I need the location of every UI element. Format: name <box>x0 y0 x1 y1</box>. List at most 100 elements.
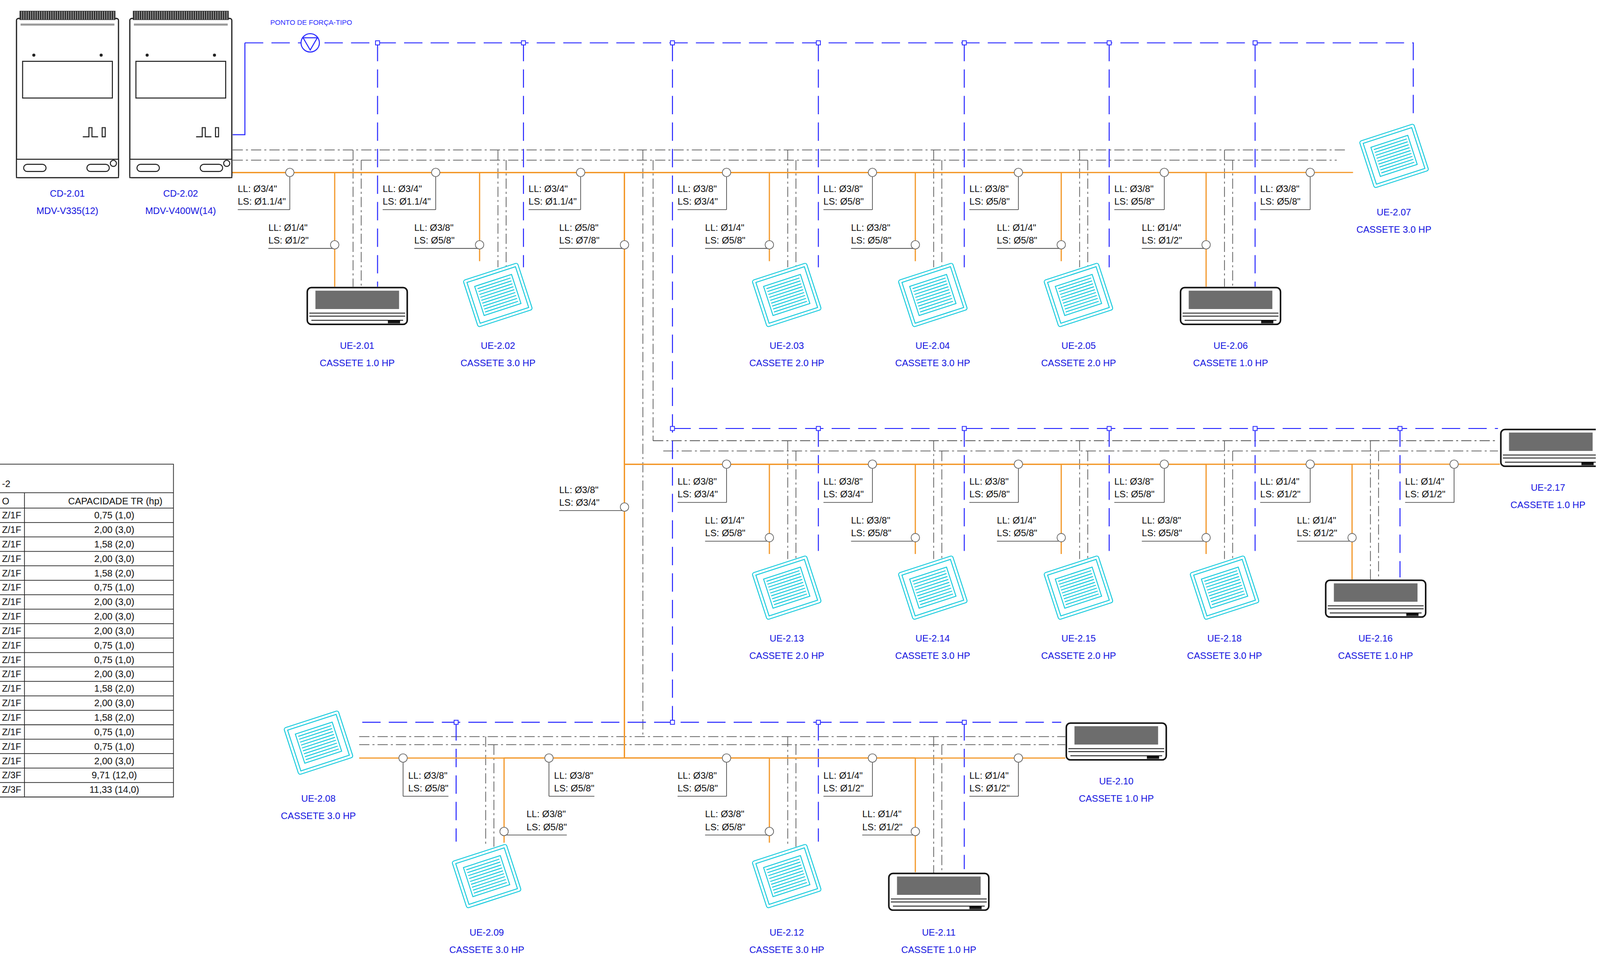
drawing-path <box>912 570 945 582</box>
table-cell: O <box>1 495 10 507</box>
drawing-path <box>1061 582 1095 593</box>
unit-tag: UE-2.12 <box>745 923 828 942</box>
drawing-path <box>36 11 38 20</box>
table-cell: 1,58 (2,0) <box>94 538 135 550</box>
pipe-size: LL: Ø1/4" <box>268 221 308 234</box>
control-line <box>353 149 1233 287</box>
pipe-size: LL: Ø3/4" <box>237 183 278 195</box>
unit-tag: UE-2.04 <box>892 337 974 355</box>
junction-box <box>1106 426 1112 431</box>
pipe-size: LS: Ø1/2" <box>823 782 864 794</box>
drawing-rect <box>752 262 822 327</box>
power-line <box>362 722 1062 870</box>
condensing-unit: CD-2.02MDV-V400W(14) <box>128 10 233 221</box>
drawing-path <box>1375 144 1409 156</box>
drawing-path <box>1207 579 1240 590</box>
drawing-path <box>197 11 198 20</box>
drawing-path <box>916 289 950 301</box>
drawing-path <box>221 11 223 20</box>
table-line <box>0 464 174 797</box>
drawing-path <box>168 11 169 20</box>
drawing-rect <box>1047 559 1110 616</box>
drawing-path <box>97 11 98 20</box>
pipe-size: LS: Ø1.1/4" <box>382 195 431 207</box>
drawing-path <box>104 11 105 20</box>
drawing-path <box>34 11 36 20</box>
drawing-path <box>93 11 94 20</box>
drawing-path <box>1062 585 1096 597</box>
drawing-rect <box>1406 612 1419 617</box>
drawing-path <box>190 11 192 20</box>
drawing-path <box>466 859 500 871</box>
drawing-path <box>1061 286 1094 298</box>
drawing-g <box>752 844 822 909</box>
pipe-size: LL: Ø3/8" <box>1114 475 1154 487</box>
pipe-size: LL: Ø3/8" <box>969 475 1009 487</box>
leader-line <box>823 172 873 210</box>
pipe-size: LS: Ø3/4" <box>823 488 864 500</box>
control-wiring <box>232 149 1498 875</box>
drawing-circle <box>223 160 230 167</box>
unit-model: CASSETE 1.0 HP <box>306 354 409 372</box>
unit-tag: UE-2.02 <box>457 337 539 355</box>
pipe-size: LL: Ø3/8" <box>414 221 454 234</box>
table-cell: Z/1F <box>1 538 22 550</box>
drawing-circle <box>110 160 117 167</box>
table-cell: 11,33 (14,0) <box>89 783 140 796</box>
drawing-path <box>1059 280 1092 292</box>
drawing-path <box>774 301 807 312</box>
table-cell: 2,00 (3,0) <box>94 596 135 608</box>
drawing-path <box>917 585 951 597</box>
unit-tag: UE-2.18 <box>1183 629 1266 648</box>
drawing-path <box>771 292 804 303</box>
table-cell: Z/3F <box>1 769 22 781</box>
drawing-path <box>1380 159 1414 171</box>
drawing-path <box>918 588 952 599</box>
drawing-path <box>766 859 800 871</box>
drawing-path <box>23 11 24 20</box>
branch-marker <box>868 459 877 469</box>
cassette-symbol <box>277 708 360 777</box>
power-wiring <box>244 42 1498 870</box>
drawing-path <box>914 283 948 295</box>
drawing-path <box>917 292 951 303</box>
table-cell: 2,00 (3,0) <box>94 552 135 565</box>
drawing-g <box>463 262 533 327</box>
pipe-size: LL: Ø3/8" <box>850 221 891 234</box>
junction-box <box>962 720 967 725</box>
drawing-rect <box>969 906 982 910</box>
refrigerant-pipe <box>232 172 1353 580</box>
unit-tag: UE-2.01 <box>306 337 409 355</box>
drawing-path <box>199 11 200 20</box>
junction-box <box>816 720 821 725</box>
drawing-path <box>769 286 803 298</box>
drawing-path <box>770 289 804 301</box>
leader-line <box>1114 172 1165 210</box>
cassette-symbol <box>457 261 539 329</box>
branch-marker <box>1305 459 1315 469</box>
refrigerant-pipe <box>232 172 1207 554</box>
drawing-path <box>302 737 335 749</box>
drawing-path <box>768 283 802 295</box>
branch-marker <box>1449 459 1459 469</box>
table-cell: Z/1F <box>1 523 22 536</box>
drawing-path <box>102 11 103 20</box>
drawing-path <box>41 11 42 20</box>
drawing-path <box>303 743 337 754</box>
unit-model: CASSETE 3.0 HP <box>1353 221 1435 239</box>
refrigerant-pipe <box>232 172 1062 554</box>
drawing-path <box>772 295 805 307</box>
drawing-path <box>185 11 187 20</box>
drawing-path <box>192 11 194 20</box>
pipe-size: LS: Ø1/2" <box>1405 488 1446 500</box>
drawing-path <box>68 11 69 20</box>
table-cell: Z/1F <box>1 552 22 565</box>
unit-model: CASSETE 3.0 HP <box>457 354 539 372</box>
pipe-size: LS: Ø1.1/4" <box>528 195 577 207</box>
drawing-path <box>482 292 516 303</box>
pipe-size: LL: Ø3/8" <box>677 475 717 487</box>
pipe-size: LS: Ø5/8" <box>969 195 1010 207</box>
drawing-path <box>890 898 987 906</box>
branch-marker <box>475 240 484 250</box>
drawing-rect <box>133 23 228 26</box>
